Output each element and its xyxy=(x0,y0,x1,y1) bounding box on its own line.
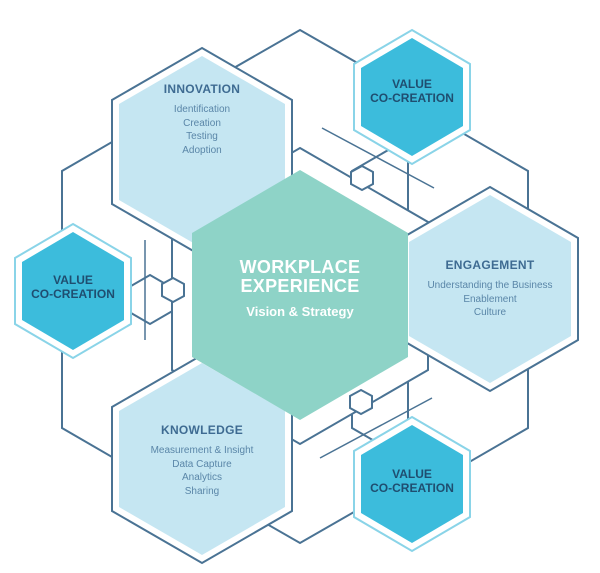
knowledge-item: Analytics xyxy=(181,472,222,483)
center-title-line2: EXPERIENCE xyxy=(240,276,360,296)
small-connector-hex-bottom xyxy=(349,388,373,416)
center-title-line1: WORKPLACE xyxy=(239,257,361,277)
center-hex xyxy=(192,170,408,420)
innovation-item: Adoption xyxy=(182,144,222,156)
knowledge-hex xyxy=(119,363,285,555)
innovation-item: Identification xyxy=(173,104,231,115)
knowledge-item: Sharing xyxy=(184,485,220,497)
small-connector-hex-left xyxy=(161,276,185,304)
value-top-right-label: VALUE CO-CREATION xyxy=(370,77,454,105)
innovation-hex xyxy=(119,56,285,248)
innovation-item: Creation xyxy=(183,117,221,129)
engagement-title: ENGAGEMENT xyxy=(445,258,535,272)
innovation-label-group: INNOVATION Identification Creation Testi… xyxy=(122,82,282,157)
value-bottom-right-label: VALUE CO-CREATION xyxy=(370,467,454,495)
value-bottom-right-hex xyxy=(361,425,463,543)
accent-line-top xyxy=(321,127,435,189)
center-label-group: WORKPLACE EXPERIENCE Vision & Strategy xyxy=(200,257,400,320)
engagement-item: Culture xyxy=(473,307,507,318)
small-connector-hex-top xyxy=(350,164,374,192)
knowledge-title: KNOWLEDGE xyxy=(160,423,244,437)
knowledge-item: Measurement & Insight xyxy=(150,445,254,456)
innovation-item: Testing xyxy=(186,131,218,142)
engagement-label-group: ENGAGEMENT Understanding the Business En… xyxy=(410,258,570,320)
engagement-item: Enablement xyxy=(463,293,517,305)
knowledge-item: Data Capture xyxy=(172,458,232,470)
engagement-hex xyxy=(409,195,571,383)
value-top-right-hex xyxy=(361,38,463,156)
center-subtitle: Vision & Strategy xyxy=(246,304,354,319)
value-left-label: VALUE CO-CREATION xyxy=(31,273,115,301)
innovation-title: INNOVATION xyxy=(163,82,241,96)
value-left-hex xyxy=(22,232,124,350)
engagement-item: Understanding the Business xyxy=(427,280,553,291)
knowledge-label-group: KNOWLEDGE Measurement & Insight Data Cap… xyxy=(122,423,282,498)
accent-line-bottom xyxy=(319,397,433,459)
